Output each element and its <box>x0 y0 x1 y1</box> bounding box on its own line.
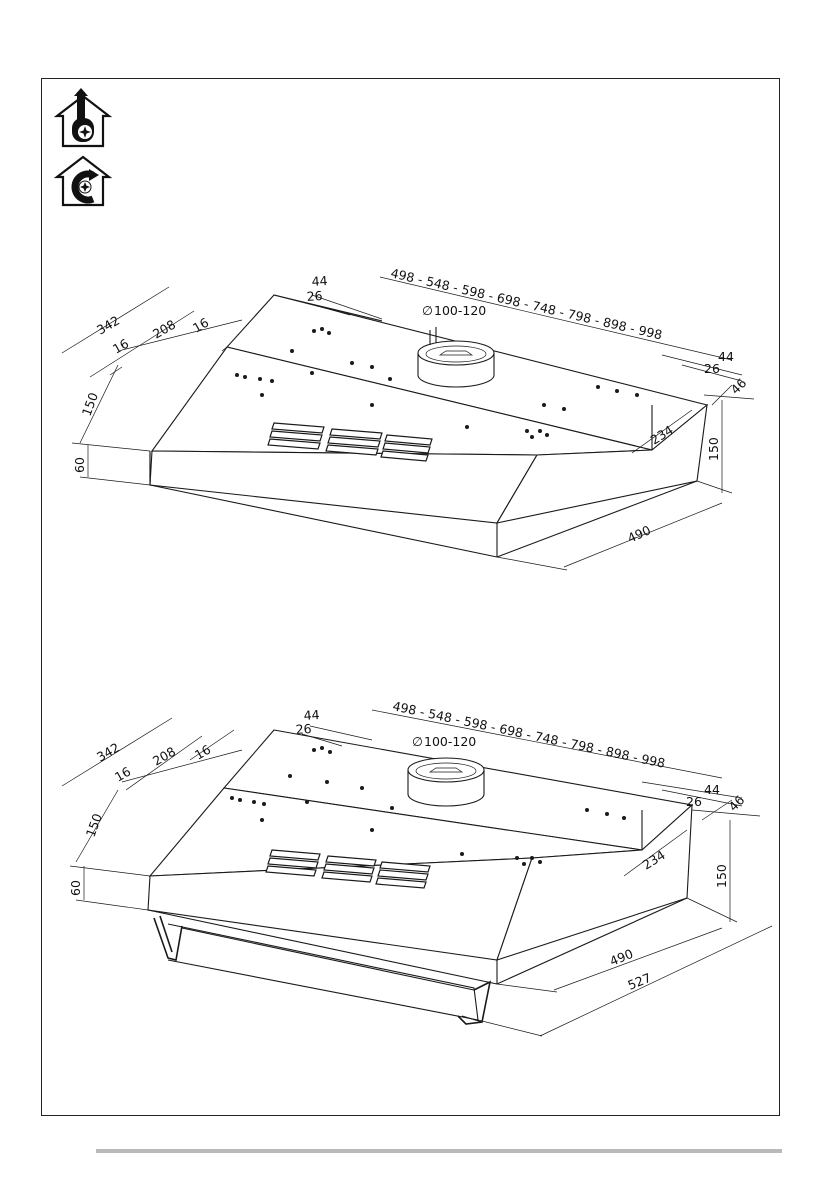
duct-collar <box>408 758 484 806</box>
dim-150-b: 150 <box>706 437 721 461</box>
duct-diameter-symbol: ∅ <box>412 734 423 749</box>
dim-208: 208 <box>150 744 178 769</box>
dim-16-b: 16 <box>112 764 133 785</box>
dim-150-a: 150 <box>83 811 105 839</box>
dim-26-a: 26 <box>295 721 312 737</box>
dim-490: 490 <box>608 946 636 969</box>
dim-342: 342 <box>94 740 122 765</box>
dim-342: 342 <box>94 313 122 338</box>
dim-60: 60 <box>72 457 87 473</box>
dim-46: 46 <box>726 792 748 814</box>
duct-diameter: 100-120 <box>434 303 486 318</box>
duct-diameter: 100-120 <box>424 734 476 749</box>
dim-16-a: 16 <box>192 742 213 763</box>
dim-208: 208 <box>150 317 178 342</box>
footer-rule <box>96 1149 782 1153</box>
dim-16-b: 16 <box>110 336 131 357</box>
dim-150-a: 150 <box>79 390 101 418</box>
dim-60: 60 <box>68 880 83 896</box>
ducted-extraction-icon <box>53 88 113 150</box>
dim-26-b: 26 <box>686 794 702 809</box>
hood-dimension-drawing-bottom: 342 208 16 16 44 26 498 - 548 - 598 - 69… <box>42 690 780 1050</box>
dim-46: 46 <box>728 375 750 397</box>
dim-44-b: 44 <box>704 782 720 797</box>
dim-490: 490 <box>625 522 653 545</box>
hood-dimension-drawing-top: 342 208 16 16 44 26 498 - 548 - 598 - 69… <box>42 255 780 585</box>
dim-44-a: 44 <box>311 273 328 289</box>
dim-44-b: 44 <box>718 349 734 364</box>
dim-150-b: 150 <box>714 864 729 888</box>
recirculation-icon <box>53 155 113 209</box>
duct-diameter-symbol: ∅ <box>422 303 433 318</box>
dim-26-b: 26 <box>704 361 720 376</box>
dim-527: 527 <box>626 970 654 993</box>
dim-26-a: 26 <box>306 288 323 304</box>
